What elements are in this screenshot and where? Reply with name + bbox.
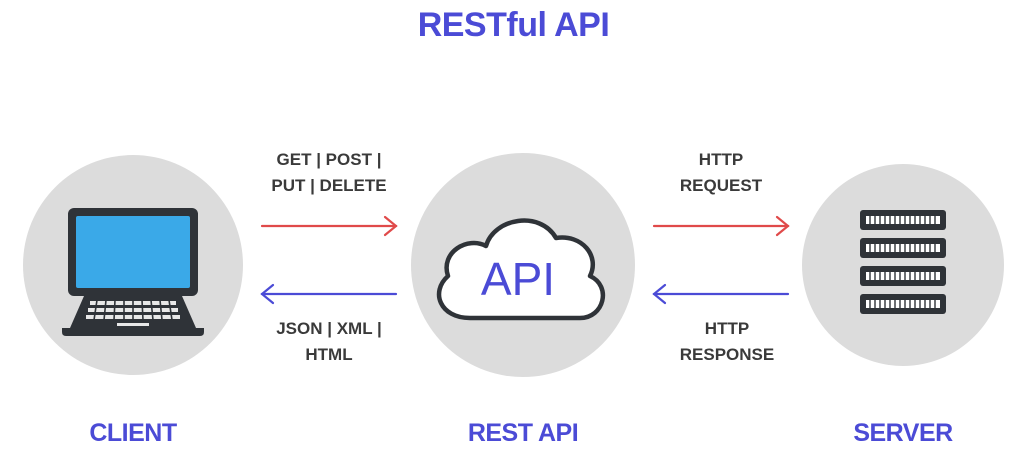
cloud-icon: API [436, 218, 606, 321]
edge-label-api-to-server: HTTP REQUEST [621, 147, 821, 199]
laptop-icon [62, 208, 204, 336]
client-label: CLIENT [89, 419, 177, 447]
server-circle [802, 164, 1004, 366]
server-label: SERVER [853, 419, 953, 447]
edge-label-client-to-api: GET | POST | PUT | DELETE [229, 147, 429, 199]
arrow-client-to-api [260, 215, 398, 237]
edge-label-api-to-client: JSON | XML | HTML [229, 316, 429, 368]
arrow-api-to-client [260, 283, 398, 305]
edge-label-line: HTML [305, 345, 353, 364]
edge-label-line: RESPONSE [679, 345, 775, 364]
edge-label-line: HTTP [704, 319, 750, 338]
edge-label-line: HTTP [698, 150, 744, 169]
edge-label-server-to-api: HTTP RESPONSE [627, 316, 827, 368]
diagram-title: RESTful API [417, 6, 610, 44]
cloud-icon-text: API [481, 253, 555, 305]
arrow-api-to-server [652, 215, 790, 237]
rest-api-node: API [411, 153, 635, 377]
server-rack-icon [860, 210, 946, 314]
rest-api-label: REST API [467, 419, 579, 447]
edge-label-line: GET | POST | [276, 150, 382, 169]
client-node [23, 155, 243, 375]
edge-label-line: PUT | DELETE [271, 176, 387, 195]
server-node [802, 164, 1004, 366]
edge-label-line: JSON | XML | [276, 319, 382, 338]
edge-label-line: REQUEST [679, 176, 763, 195]
arrow-server-to-api [652, 283, 790, 305]
